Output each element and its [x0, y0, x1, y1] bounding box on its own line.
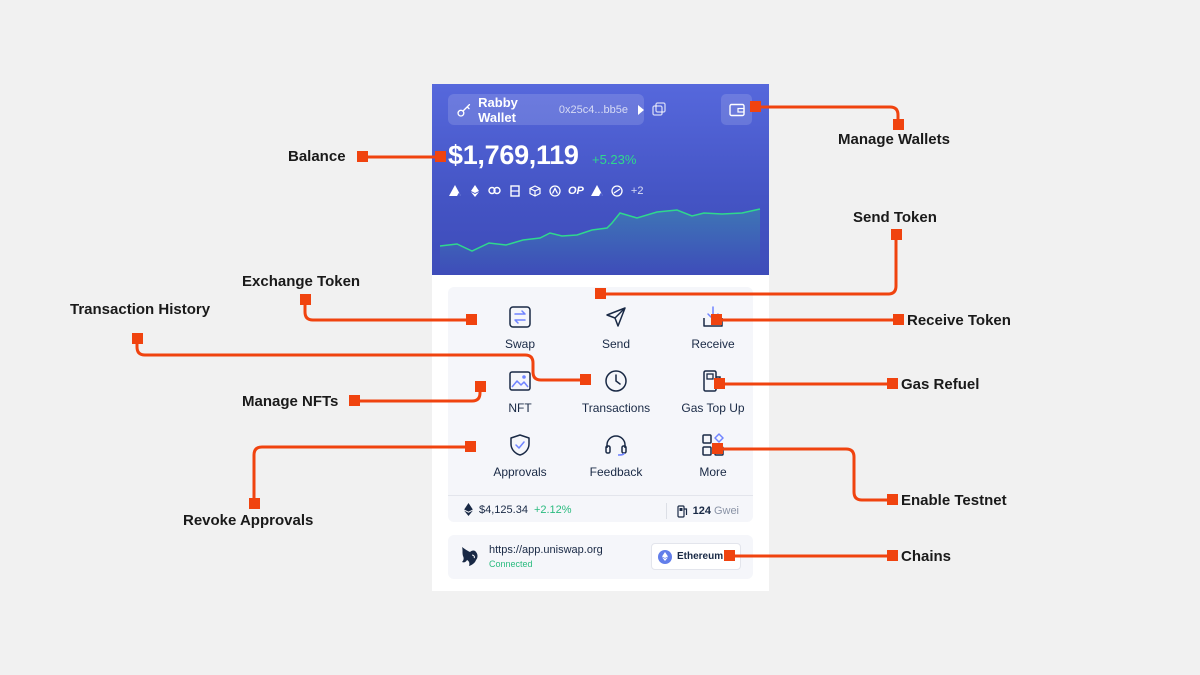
callout-dot [580, 374, 591, 385]
polygon-icon [488, 184, 501, 197]
swap-label: Swap [504, 337, 536, 351]
gas-price-unit: Gwei [713, 505, 739, 517]
approvals-button[interactable]: Approvals [470, 433, 570, 489]
ethereum-chain-icon [658, 549, 672, 564]
balance-sparkline [439, 208, 761, 275]
callout-dot [349, 395, 360, 406]
chain-balance-list[interactable]: OP +2 [448, 184, 643, 197]
callout-enable-testnet: Enable Testnet [901, 492, 1007, 509]
receive-label: Receive [691, 337, 735, 351]
headset-icon [605, 435, 627, 456]
caret-right-icon [638, 104, 644, 115]
callout-dot [711, 314, 722, 325]
gas-price-value: 124 [692, 505, 711, 517]
chain-name: Ethereum [677, 551, 724, 562]
eth-price-value: $4,125.34 [479, 503, 528, 516]
callout-dot [750, 101, 761, 112]
manage-wallets-button[interactable] [721, 94, 752, 125]
callout-manage-nfts: Manage NFTs [242, 393, 339, 410]
callout-dot [891, 229, 902, 240]
bsc-icon [508, 184, 521, 197]
avalanche-icon [448, 184, 461, 197]
transactions-label: Transactions [581, 401, 651, 415]
avalanche-icon-2 [591, 184, 604, 197]
optimism-icon: OP [568, 184, 584, 197]
action-panel: Swap Send Receive NFT [448, 287, 753, 522]
gas-divider [665, 503, 667, 519]
uniswap-unicorn-icon [462, 547, 478, 566]
panel-divider [448, 495, 753, 496]
wallet-icon [728, 103, 745, 116]
callout-exchange-token: Exchange Token [242, 273, 361, 290]
account-switcher[interactable]: Rabby Wallet 0x25c4...bb5e [448, 94, 644, 125]
eth-price[interactable]: $4,125.34 +2.12% [464, 503, 572, 516]
gas-station-icon [676, 504, 687, 518]
shield-check-icon [510, 434, 530, 456]
send-icon [606, 307, 626, 327]
callout-manage-wallets: Manage Wallets [838, 131, 950, 148]
fantom-icon [611, 184, 624, 197]
more-label: More [699, 465, 727, 479]
callout-dot [595, 288, 606, 299]
callout-gas-refuel: Gas Refuel [901, 376, 980, 393]
gas-top-up-button[interactable]: Gas Top Up [663, 369, 763, 425]
send-button[interactable]: Send [566, 305, 666, 361]
connected-dapp[interactable]: https://app.uniswap.org Connected Ethere… [448, 535, 753, 579]
nft-label: NFT [508, 401, 532, 415]
swap-button[interactable]: Swap [470, 305, 570, 361]
dapp-url: https://app.uniswap.org [489, 544, 603, 556]
more-chains-count: +2 [630, 184, 644, 197]
callout-dot [887, 550, 898, 561]
callout-dot [300, 294, 311, 305]
key-icon [457, 103, 471, 117]
callout-dot [893, 314, 904, 325]
nft-icon [509, 371, 531, 391]
feedback-label: Feedback [589, 465, 643, 479]
nft-button[interactable]: NFT [470, 369, 570, 425]
more-button[interactable]: More [663, 433, 763, 489]
wallet-header: Rabby Wallet 0x25c4...bb5e $1,769,119 +5… [432, 84, 769, 275]
callout-transaction-history: Transaction History [70, 301, 211, 318]
callout-dot [475, 381, 486, 392]
wallet-name: Rabby Wallet [478, 94, 518, 125]
callout-dot [466, 314, 477, 325]
copy-icon[interactable] [652, 102, 666, 116]
swap-icon [509, 306, 531, 328]
callout-dot [712, 443, 723, 454]
callout-dot [887, 494, 898, 505]
ethereum-icon [468, 184, 481, 197]
callout-receive-token: Receive Token [907, 312, 1011, 329]
callout-dot [132, 333, 143, 344]
ethereum-icon [464, 503, 473, 516]
wallet-address: 0x25c4...bb5e [558, 103, 628, 116]
gas-top-up-label: Gas Top Up [681, 401, 745, 415]
dapp-status: Connected [489, 559, 533, 569]
wallet-popup: Rabby Wallet 0x25c4...bb5e $1,769,119 +5… [432, 84, 769, 591]
cube-icon [528, 184, 541, 197]
clock-icon [605, 370, 627, 392]
feedback-button[interactable]: Feedback [566, 433, 666, 489]
balance-change: +5.23% [592, 152, 637, 167]
total-balance: $1,769,119 [448, 140, 579, 170]
callout-send-token: Send Token [853, 209, 937, 226]
callout-dot [887, 378, 898, 389]
callout-dot [357, 151, 368, 162]
eth-price-change: +2.12% [533, 503, 572, 516]
callout-dot [893, 119, 904, 130]
transactions-button[interactable]: Transactions [566, 369, 666, 425]
approvals-label: Approvals [493, 465, 547, 479]
callout-dot [714, 378, 725, 389]
callout-chains: Chains [901, 548, 952, 565]
callout-dot [465, 441, 476, 452]
gas-price[interactable]: 124 Gwei [665, 503, 739, 519]
arbitrum-icon [548, 184, 561, 197]
callout-balance: Balance [288, 148, 346, 165]
callout-dot [435, 151, 446, 162]
callout-dot [249, 498, 260, 509]
callout-dot [724, 550, 735, 561]
callout-revoke-approvals: Revoke Approvals [183, 512, 314, 529]
send-label: Send [601, 337, 631, 351]
